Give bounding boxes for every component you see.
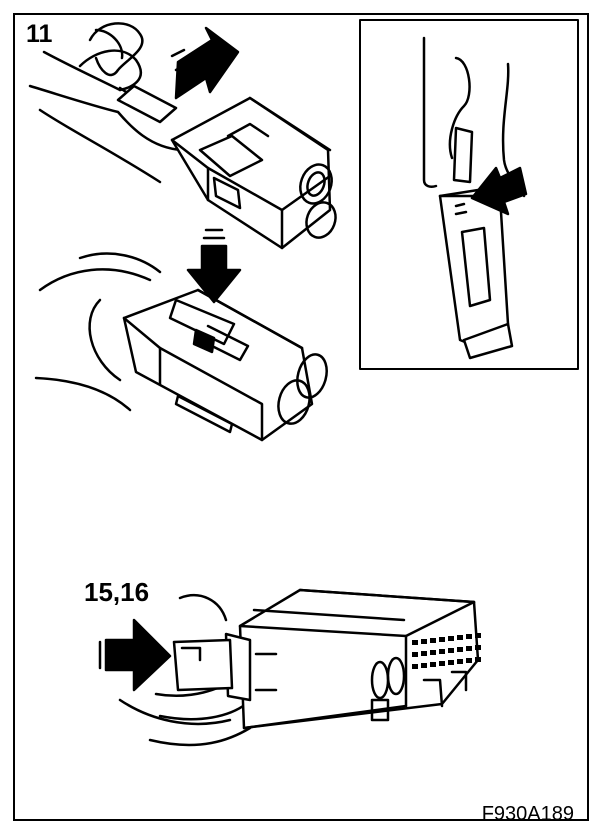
illustration-frame xyxy=(13,13,589,821)
step-label-11: 11 xyxy=(26,20,53,48)
arrow-icon xyxy=(470,166,528,216)
terminal-icon xyxy=(422,36,526,360)
figure-code: F930A189 xyxy=(481,803,574,825)
arrow-icon xyxy=(170,26,240,100)
arrow-icon xyxy=(186,228,242,304)
wire-icon xyxy=(78,22,178,124)
connector-icon xyxy=(170,96,337,250)
hand-icon xyxy=(28,50,184,184)
arrow-icon xyxy=(98,618,172,692)
connector-icon xyxy=(172,588,480,730)
step-label-15-16: 15,16 xyxy=(84,577,150,607)
inset-frame xyxy=(359,19,579,370)
hand-icon xyxy=(34,252,162,412)
connector-icon xyxy=(122,288,328,442)
pin-grid xyxy=(412,633,481,669)
